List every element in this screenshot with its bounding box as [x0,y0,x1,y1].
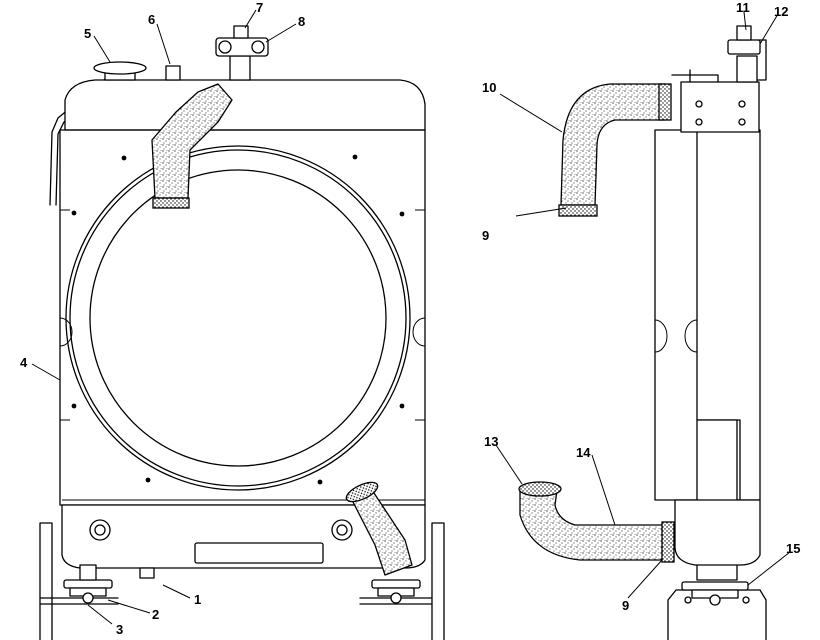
mount-pad-side [681,581,749,591]
top-pipe-side [736,55,758,83]
callout-4: 4 [20,355,28,370]
side-view [518,25,767,640]
drain-plug-top [165,65,181,81]
top-tank [64,79,426,131]
upper-bracket [680,81,760,133]
front-view [39,25,445,640]
callout-9-upper: 9 [482,228,489,243]
callout-2: 2 [152,607,159,622]
callout-8: 8 [298,14,305,29]
inlet-pipe [229,55,251,81]
mount-pad-left [63,579,113,589]
drain-cock [139,567,155,579]
lower-hose-side [519,489,666,561]
mount-frame-left [39,522,53,640]
callout-13: 13 [484,434,498,449]
callout-11: 11 [736,0,750,15]
callout-10: 10 [482,80,496,95]
fan-opening [69,149,407,487]
upper-hose-side [560,83,666,206]
clamp-bolt [233,25,249,39]
callout-14: 14 [576,445,591,460]
callout-1: 1 [194,592,201,607]
callout-15: 15 [786,541,800,556]
callout-leaders [31,9,791,625]
callout-6: 6 [148,12,155,27]
callout-7: 7 [256,0,263,15]
lower-pipe [194,542,324,564]
callout-12: 12 [774,4,788,19]
fan-shroud-ring [65,145,411,491]
mount-pad-right [371,579,421,589]
callout-labels: 1 2 3 4 5 6 7 8 9 9 10 11 12 13 14 15 [20,0,800,637]
callout-3: 3 [116,622,123,637]
bottom-tank-side [674,499,761,566]
mount-frame-right [431,522,445,640]
top-bolt-side [727,39,761,55]
callout-9-lower: 9 [622,598,629,613]
callout-5: 5 [84,26,91,41]
shroud-frame [59,129,426,506]
filler-cap [93,61,147,75]
